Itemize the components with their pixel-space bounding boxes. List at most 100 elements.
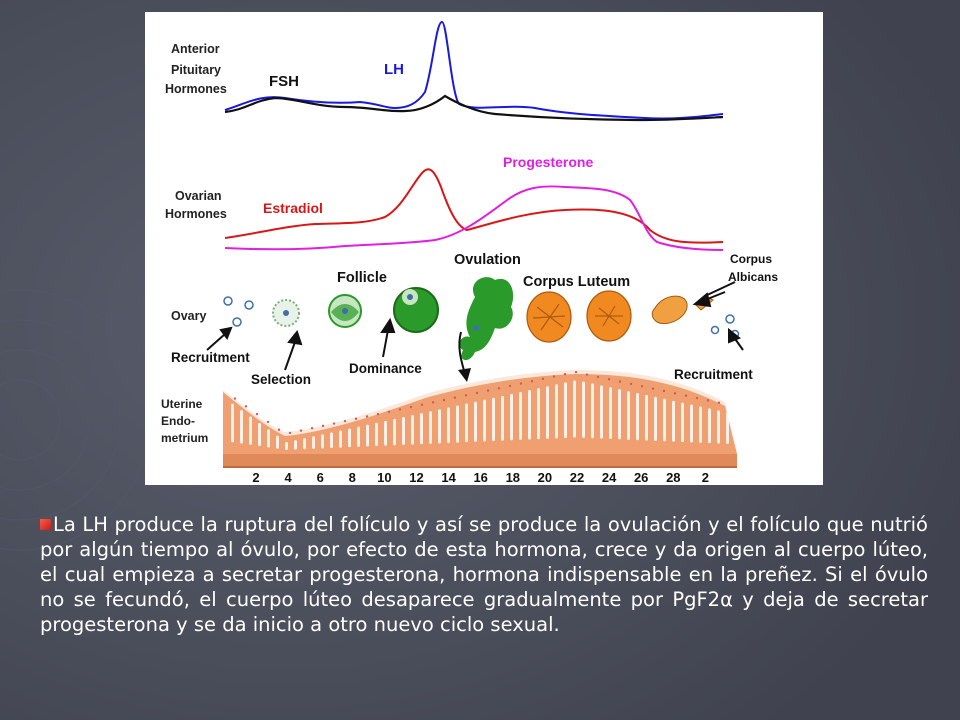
endometrial-gland: [672, 400, 675, 442]
surface-dot: [332, 422, 336, 425]
endometrial-gland: [276, 435, 279, 449]
endometrial-gland: [699, 406, 702, 443]
day-tick-label: 14: [441, 470, 456, 485]
ovary-label: Ovary: [171, 309, 206, 323]
surface-dot: [486, 389, 490, 392]
endometrial-gland: [474, 401, 477, 442]
endometrial-gland: [645, 394, 648, 441]
surface-dot: [244, 405, 248, 408]
day-tick-label: 22: [570, 470, 584, 485]
day-tick-label: 2: [252, 470, 259, 485]
uterine-label-1: Uterine: [161, 397, 203, 411]
endometrium-layer: [223, 370, 737, 468]
endometrial-gland: [348, 428, 351, 448]
surface-dot: [310, 427, 314, 430]
surface-dot: [233, 397, 237, 400]
ovarian-label-1: Ovarian: [175, 189, 222, 203]
endometrial-gland: [465, 403, 468, 443]
day-tick-label: 10: [377, 470, 391, 485]
surface-dot: [563, 372, 567, 376]
endometrial-gland: [411, 415, 414, 445]
endometrial-gland: [510, 393, 513, 441]
surface-dot: [673, 392, 677, 395]
surface-dot: [354, 417, 358, 421]
surface-dot: [453, 396, 457, 399]
surface-dot: [442, 398, 446, 402]
surface-dot: [585, 373, 589, 376]
endometrial-gland: [537, 388, 540, 440]
surface-dot: [464, 394, 468, 397]
surface-dot: [596, 375, 600, 379]
day-tick-label: 4: [284, 470, 292, 485]
endometrial-gland: [582, 381, 585, 438]
endometrial-gland: [384, 420, 387, 446]
day-tick-label: 24: [602, 470, 617, 485]
fsh-curve: [224, 94, 724, 122]
endometrial-gland: [420, 413, 423, 445]
endometrial-gland: [609, 387, 612, 440]
endometrial-gland: [564, 382, 567, 439]
endometrial-gland: [591, 383, 594, 439]
endometrial-gland: [483, 399, 486, 442]
endometrial-gland: [267, 429, 270, 448]
surface-dot: [497, 387, 501, 390]
endometrial-gland: [438, 409, 441, 444]
endometrial-gland: [636, 393, 639, 441]
surface-dot: [277, 428, 281, 431]
surface-dot: [541, 377, 545, 381]
surface-dot: [420, 403, 424, 406]
endometrial-gland: [285, 442, 288, 450]
surface-dot: [365, 415, 369, 418]
progesterone-curve: [224, 185, 724, 251]
endometrial-gland: [492, 397, 495, 442]
surface-dot: [475, 391, 479, 395]
surface-dot: [376, 412, 380, 416]
endometrial-gland: [294, 440, 297, 450]
surface-dot: [387, 410, 391, 413]
endometrial-gland: [375, 422, 378, 447]
pituitary-label-1: Anterior: [171, 42, 220, 56]
endometrial-gland: [429, 411, 432, 444]
endometrial-gland: [726, 412, 729, 445]
caption-text: La LH produce la ruptura del folículo y …: [40, 513, 928, 636]
endometrial-gland: [708, 408, 711, 444]
surface-dot: [574, 371, 578, 374]
endometrial-gland: [240, 410, 243, 444]
endometrial-gland: [654, 396, 657, 441]
endometrial-gland: [519, 391, 522, 440]
endometrial-gland: [573, 380, 576, 438]
ovarian-label-2: Hormones: [165, 207, 227, 221]
endometrial-gland: [681, 402, 684, 443]
surface-dot: [398, 408, 402, 411]
endometrial-gland: [456, 405, 459, 443]
surface-dot: [266, 420, 270, 424]
day-tick-label: 20: [538, 470, 552, 485]
lh-label: LH: [384, 61, 404, 78]
surface-dot: [618, 380, 622, 383]
endometrial-gland: [555, 384, 558, 439]
ovary-arrows: [206, 281, 744, 371]
recruitment-left-label: Recruitment: [171, 350, 250, 365]
surface-dot: [706, 399, 710, 402]
day-tick-label: 12: [409, 470, 423, 485]
endometrial-gland: [357, 426, 360, 447]
corpus-luteum-label: Corpus Luteum: [523, 274, 630, 290]
endometrial-gland: [663, 398, 666, 442]
surface-dot: [530, 379, 534, 383]
endometrial-gland: [321, 434, 324, 449]
surface-dot: [508, 384, 512, 388]
caption-paragraph: La LH produce la ruptura del folículo y …: [40, 512, 928, 637]
ovulation-label: Ovulation: [454, 252, 521, 268]
pituitary-label-2: Pituitary: [171, 63, 221, 77]
selection-label: Selection: [251, 372, 311, 387]
surface-dot: [607, 378, 611, 381]
surface-dot: [409, 405, 413, 409]
surface-dot: [519, 382, 523, 385]
surface-dot: [431, 401, 435, 404]
progesterone-label: Progesterone: [503, 154, 593, 170]
day-tick-label: 6: [317, 470, 324, 485]
day-tick-label: 18: [506, 470, 520, 485]
surface-dot: [321, 424, 325, 428]
uterine-label-2: Endo-: [161, 414, 195, 428]
